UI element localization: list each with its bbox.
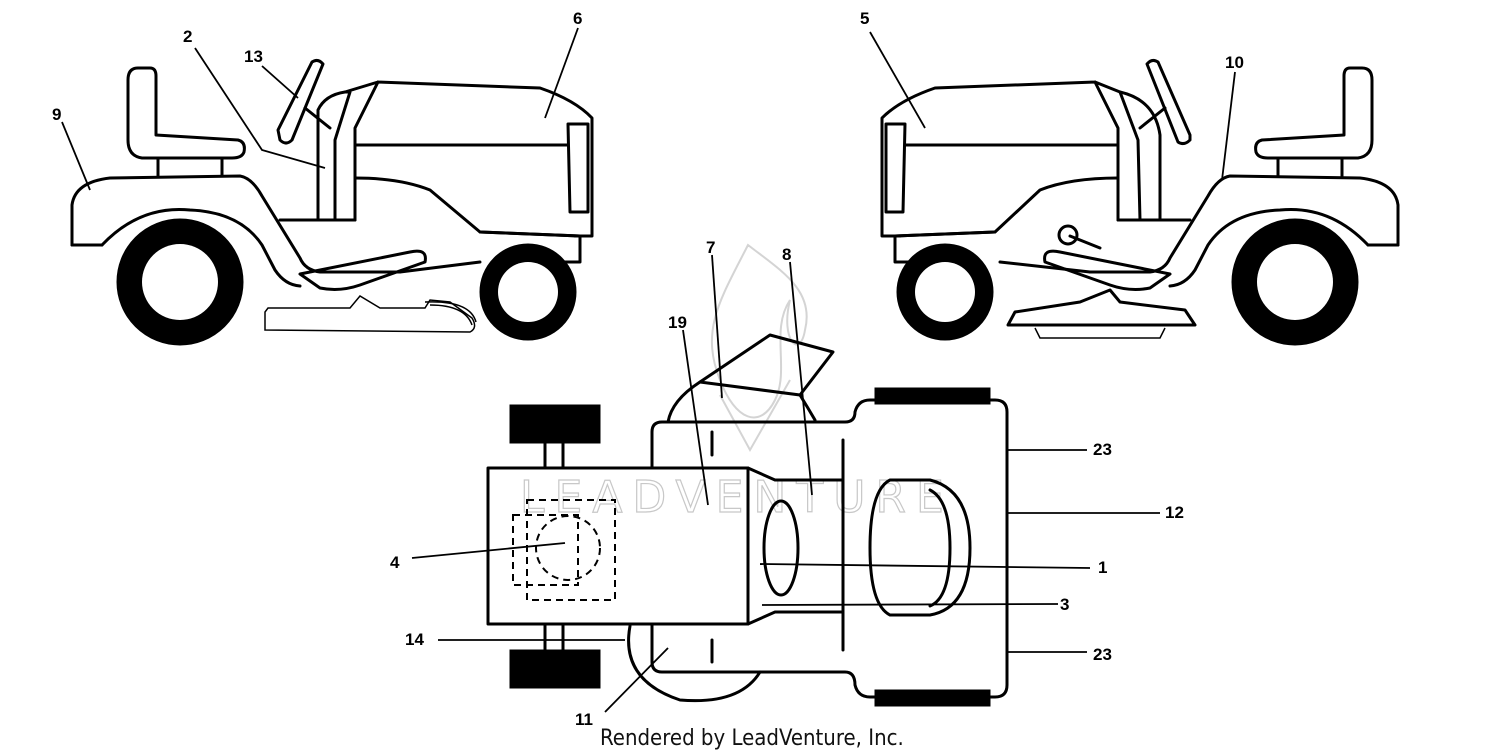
- footrest-left: [298, 249, 427, 291]
- lift-lever-knob: [1057, 224, 1079, 246]
- callout-19: 19: [668, 313, 687, 332]
- callout-23-lower: 23: [1093, 645, 1112, 664]
- callout-13: 13: [244, 47, 263, 66]
- fender-left: [70, 174, 402, 274]
- seat-right: [1254, 66, 1374, 160]
- callout-5: 5: [860, 9, 869, 28]
- mower-deck-right: [1006, 288, 1197, 327]
- hood-top: [486, 466, 750, 626]
- steering-wheel-top: [762, 499, 800, 597]
- callout-8: 8: [782, 245, 791, 264]
- hood-right: [880, 80, 1122, 238]
- rear-wheel-left: [116, 218, 244, 346]
- seat-post-left: [156, 156, 224, 178]
- rear-wheel-right: [1231, 218, 1359, 346]
- footrest-right: [1043, 249, 1172, 291]
- callout-2: 2: [183, 27, 192, 46]
- hood-left: [343, 80, 594, 238]
- rear-arch-right: [1168, 207, 1370, 288]
- callout-23-upper: 23: [1093, 440, 1112, 459]
- chassis-top: [650, 398, 1009, 699]
- dash-panel-right: [1118, 90, 1162, 222]
- discharge-chute: [698, 333, 835, 397]
- front-wheel-right: [896, 243, 994, 341]
- front-tire-top-right: [509, 649, 601, 689]
- callout-9: 9: [52, 105, 61, 124]
- front-wheel-left: [479, 243, 577, 341]
- seat-left: [126, 66, 246, 160]
- render-credit: Rendered by LeadVenture, Inc.: [600, 726, 904, 751]
- callout-12: 12: [1165, 503, 1184, 522]
- callout-4: 4: [390, 553, 400, 572]
- engine-access-dashed-rect: [512, 514, 579, 586]
- callout-3: 3: [1060, 595, 1069, 614]
- hood-lower-right: [893, 176, 1120, 238]
- dash-top: [746, 466, 845, 626]
- front-tire-top-left: [509, 404, 601, 444]
- fender-right: [1088, 174, 1400, 274]
- side-view-left: [70, 58, 594, 346]
- steering-wheel-left: [276, 58, 325, 145]
- steering-wheel-right: [1145, 58, 1192, 146]
- seat-post-right: [1276, 156, 1344, 178]
- callout-14: 14: [405, 630, 424, 649]
- watermark-logo-icon: [710, 243, 808, 453]
- callout-6: 6: [573, 9, 582, 28]
- callout-7: 7: [706, 238, 715, 257]
- side-view-right: [880, 58, 1400, 346]
- hood-grille-left: [566, 122, 590, 214]
- callout-11: 11: [575, 710, 593, 729]
- hood-grille-right: [884, 122, 907, 214]
- hood-lower-left: [353, 176, 582, 238]
- top-view: [486, 333, 1009, 707]
- engine-access-dashed-square: [526, 499, 616, 601]
- callouts: 1 2 3 4 5 6 7 8 9 10 11 12 13 14 19 23 2…: [52, 9, 1244, 729]
- mower-deck-left: [264, 295, 476, 333]
- steering-column-right: [1138, 106, 1167, 130]
- rear-tire-top-left: [874, 387, 991, 405]
- seat-top: [868, 478, 972, 617]
- engine-access-dashed-circle: [535, 515, 601, 581]
- rear-arch-left: [100, 207, 302, 288]
- dash-panel-left: [316, 90, 352, 222]
- callout-1: 1: [1098, 558, 1107, 577]
- leader-lines: [61, 27, 1236, 713]
- callout-10: 10: [1225, 53, 1244, 72]
- deck-outline-lower: [627, 624, 762, 703]
